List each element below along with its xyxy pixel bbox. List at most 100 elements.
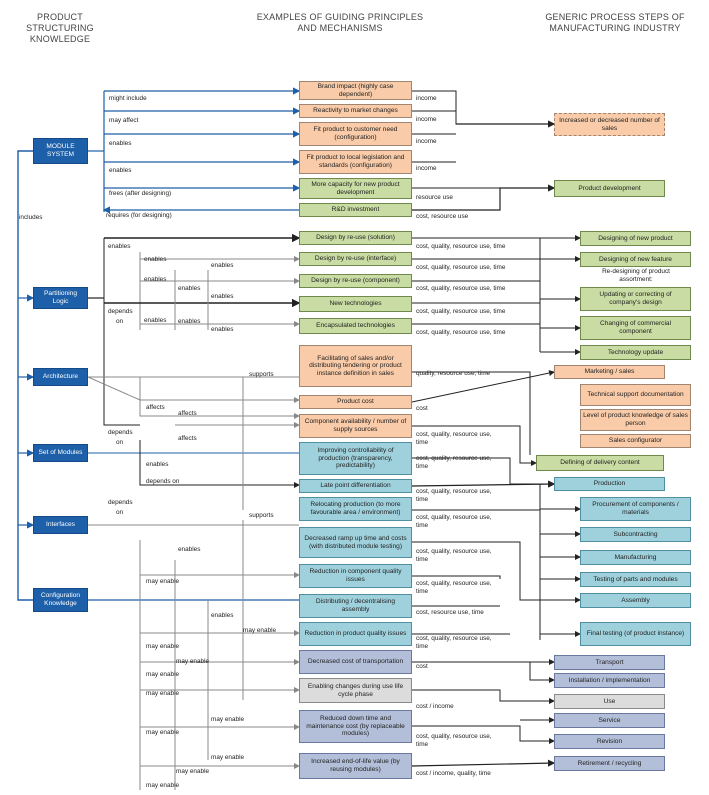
connector-line [412,184,556,211]
relation-label: enables [178,318,201,325]
step-number-of-sales: Increased or decreased number of sales [554,113,665,136]
principle-fit-customer-need: Fit product to customer need (configurat… [299,122,412,146]
principle-reuse-interface: Design by re-use (interface) [299,252,412,266]
step-changing-component: Changing of commercial component [580,316,691,340]
relation-label: may enable [146,782,180,789]
principle-product-quality: Reduction in product quality issues [299,622,412,646]
step-use: Use [554,694,665,709]
connector-line [412,575,501,579]
step-subcontracting: Subcontracting [580,527,691,542]
relation-label: affects [146,404,165,411]
connector-line [139,440,300,488]
step-installation: Installation / implementation [554,673,665,688]
impact-label: cost, quality, resource use, time [416,308,506,315]
relation-label: frees (after designing) [109,190,172,197]
principle-rd-investment: R&D investment [299,203,412,217]
principle-reuse-component: Design by re-use (component) [299,274,412,288]
impact-label: income [416,116,437,123]
step-transport: Transport [554,655,665,670]
impact-label: cost, quality, resource use, time [416,455,492,470]
connector-line [17,150,33,601]
principle-more-capacity: More capacity for new product developmen… [299,178,412,199]
relation-label: might include [109,95,147,102]
principle-component-availability: Component availability / number of suppl… [299,414,412,438]
principle-end-of-life-value: Increased end-of-life value (by reusing … [299,753,412,779]
relation-label: depends [108,308,133,315]
module-system-box: MODULE SYSTEM [33,138,88,164]
relation-label: enables [109,167,132,174]
relation-label: enables [144,256,167,263]
principle-new-technologies: New technologies [299,296,412,312]
relation-label: may enable [176,768,210,775]
connector-line [412,541,580,601]
step-designing-new-product: Designing of new product [580,231,691,246]
step-designing-new-feature: Designing of new feature [580,252,691,267]
relation-label: on [116,318,124,325]
header-principles: EXAMPLES OF GUIDING PRINCIPLES AND MECHA… [256,12,424,33]
relation-label: supports [249,512,274,519]
relation-label: depends [108,429,133,436]
relation-label: may enable [146,643,180,650]
relation-label: affects [178,410,197,417]
impact-label: cost, quality, resource use, time [416,431,492,446]
step-updating-design: Updating or correcting of company's desi… [580,287,691,311]
step-technology-update: Technology update [580,345,691,360]
principle-sales-facilitation: Facilitating of sales and/or distributin… [299,345,412,387]
impact-label: cost, quality, resource use, time [416,488,492,503]
principle-reduced-downtime: Reduced down time and maintenance cost (… [299,710,412,743]
relation-label: enables [144,276,167,283]
impact-label: cost, resource use, time [416,609,484,616]
principle-encapsulated-tech: Encapsulated technologies [299,318,412,334]
impact-label: cost, quality, resource use, time [416,514,492,529]
relation-label: enables [144,317,167,324]
impact-label: income [416,138,437,145]
step-redesign-assortment-label: Re-designing of product assortment: [602,268,670,283]
step-sales-configurator: Sales configurator [580,434,691,448]
impact-label: cost, quality, resource use, time [416,285,506,292]
principle-ramp-up: Decreased ramp up time and costs (with d… [299,527,412,558]
connector-line [412,689,555,704]
impact-label: cost, resource use [416,213,469,220]
impact-label: cost, quality, resource use, time [416,580,492,595]
relation-label: enables [178,546,201,553]
architecture-box: Architecture [33,368,88,386]
connector-line [412,725,555,744]
relation-label: affects [178,435,197,442]
principle-brand-impact: Brand impact (highly case dependent) [299,81,412,100]
connector-line [103,298,140,426]
relation-label: on [116,439,124,446]
set-of-modules-box: Set of Modules [33,444,88,462]
principle-product-cost: Product cost [299,395,412,409]
impact-label: cost, quality, resource use, time [416,635,492,650]
impact-label: resource use [416,194,453,201]
header-knowledge: PRODUCT STRUCTURING KNOWLEDGE [26,12,94,44]
impact-label: cost, quality, resource use, time [416,329,506,336]
relation-label: enables [108,243,131,250]
connector-line [411,759,556,767]
principle-transport-cost: Decreased cost of transportation [299,650,412,674]
principle-late-differentiation: Late point differentiation [299,479,412,493]
principle-use-phase-changes: Enabling changes during use life cycle p… [299,678,412,703]
connector-line [412,425,537,466]
principle-controllability: Improving controllability of production … [299,442,412,475]
impact-label: cost, quality, resource use, time [416,548,492,563]
connector-line [139,377,300,419]
impact-label: cost [416,663,428,670]
step-manufacturing: Manufacturing [580,550,691,565]
relation-label: supports [249,371,274,378]
step-delivery-content: Defining of delivery content [536,455,664,471]
relation-label: enables [211,293,234,300]
step-final-testing: Final testing (of product instance) [580,622,691,646]
impact-label: income [416,165,437,172]
principle-component-quality: Reduction in component quality issues [299,564,412,588]
relation-label: may enable [146,729,180,736]
relation-label: may enable [146,578,180,585]
connector-line [529,662,555,683]
step-assembly: Assembly [580,593,691,608]
step-testing-parts: Testing of parts and modules [580,572,691,587]
impact-label: quality, resource use, time [416,370,491,377]
relation-label: on [116,509,124,516]
principle-reactivity: Reactivity to market changes [299,104,412,118]
